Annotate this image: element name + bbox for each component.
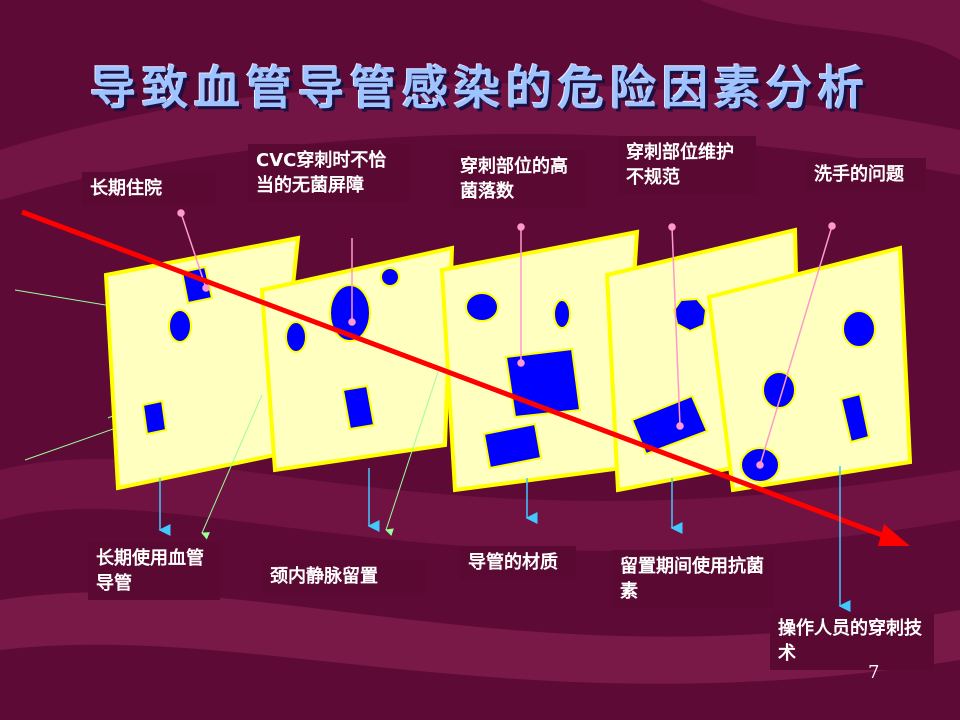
swoosh xyxy=(0,458,960,551)
blob xyxy=(465,292,499,322)
blob xyxy=(553,299,571,329)
swoosh xyxy=(700,0,960,60)
blob xyxy=(380,267,400,287)
bottom-label-antibiotics: 留置期间使用抗菌素 xyxy=(612,550,774,608)
leader-dot xyxy=(676,422,684,430)
leader-dot xyxy=(517,223,525,231)
panel-sheet xyxy=(259,245,455,473)
bottom-label-material: 导管的材质 xyxy=(460,546,576,579)
blob xyxy=(672,297,708,333)
blob xyxy=(168,309,192,343)
leader-dot xyxy=(668,223,676,231)
top-leader xyxy=(180,212,207,289)
leader-dot xyxy=(517,359,525,367)
top-leader xyxy=(671,226,681,427)
top-label-hand-washing: 洗手的问题 xyxy=(806,158,926,191)
top-label-site-care: 穿刺部位维护不规范 xyxy=(618,136,756,194)
panel-2 xyxy=(259,245,455,473)
leader-dot xyxy=(348,318,356,326)
green-down-leaders xyxy=(201,371,439,540)
arrow-shaft xyxy=(21,209,891,541)
slide-title: 导致血管导管感染的危险因素分析 xyxy=(90,61,870,115)
risk-arrow xyxy=(21,209,910,546)
green-leader xyxy=(201,394,263,540)
background-swooshes xyxy=(0,0,960,684)
top-label-long-hospitalization: 长期住院 xyxy=(82,172,216,205)
top-leader xyxy=(759,225,833,466)
bottom-label-long-use: 长期使用血管导管 xyxy=(88,542,220,600)
top-label-high-colony: 穿刺部位的高菌落数 xyxy=(452,150,586,208)
blob xyxy=(285,321,307,353)
bottom-label-technique: 操作人员的穿刺技术 xyxy=(770,612,934,670)
top-leaders xyxy=(177,209,836,469)
top-label-cvc-barrier: CVC穿刺时不恰当的无菌屏障 xyxy=(248,144,410,202)
blob xyxy=(341,384,376,431)
panel-3 xyxy=(439,229,640,493)
swoosh xyxy=(0,83,960,200)
blob xyxy=(482,422,543,470)
page-number: 7 xyxy=(868,662,880,683)
leader-dot xyxy=(828,222,836,230)
blob xyxy=(329,284,371,342)
leader-dot xyxy=(202,284,210,292)
blob xyxy=(839,392,871,444)
swoosh xyxy=(0,592,960,684)
bottom-label-jugular: 颈内静脉留置 xyxy=(262,560,426,593)
blob xyxy=(762,371,796,409)
leader-dot xyxy=(756,461,764,469)
bottom-leaders xyxy=(158,466,851,612)
green-leader xyxy=(385,371,439,536)
blob xyxy=(141,399,168,436)
arrow-head xyxy=(878,524,910,546)
blob xyxy=(842,310,876,348)
leader-dot xyxy=(177,209,185,217)
